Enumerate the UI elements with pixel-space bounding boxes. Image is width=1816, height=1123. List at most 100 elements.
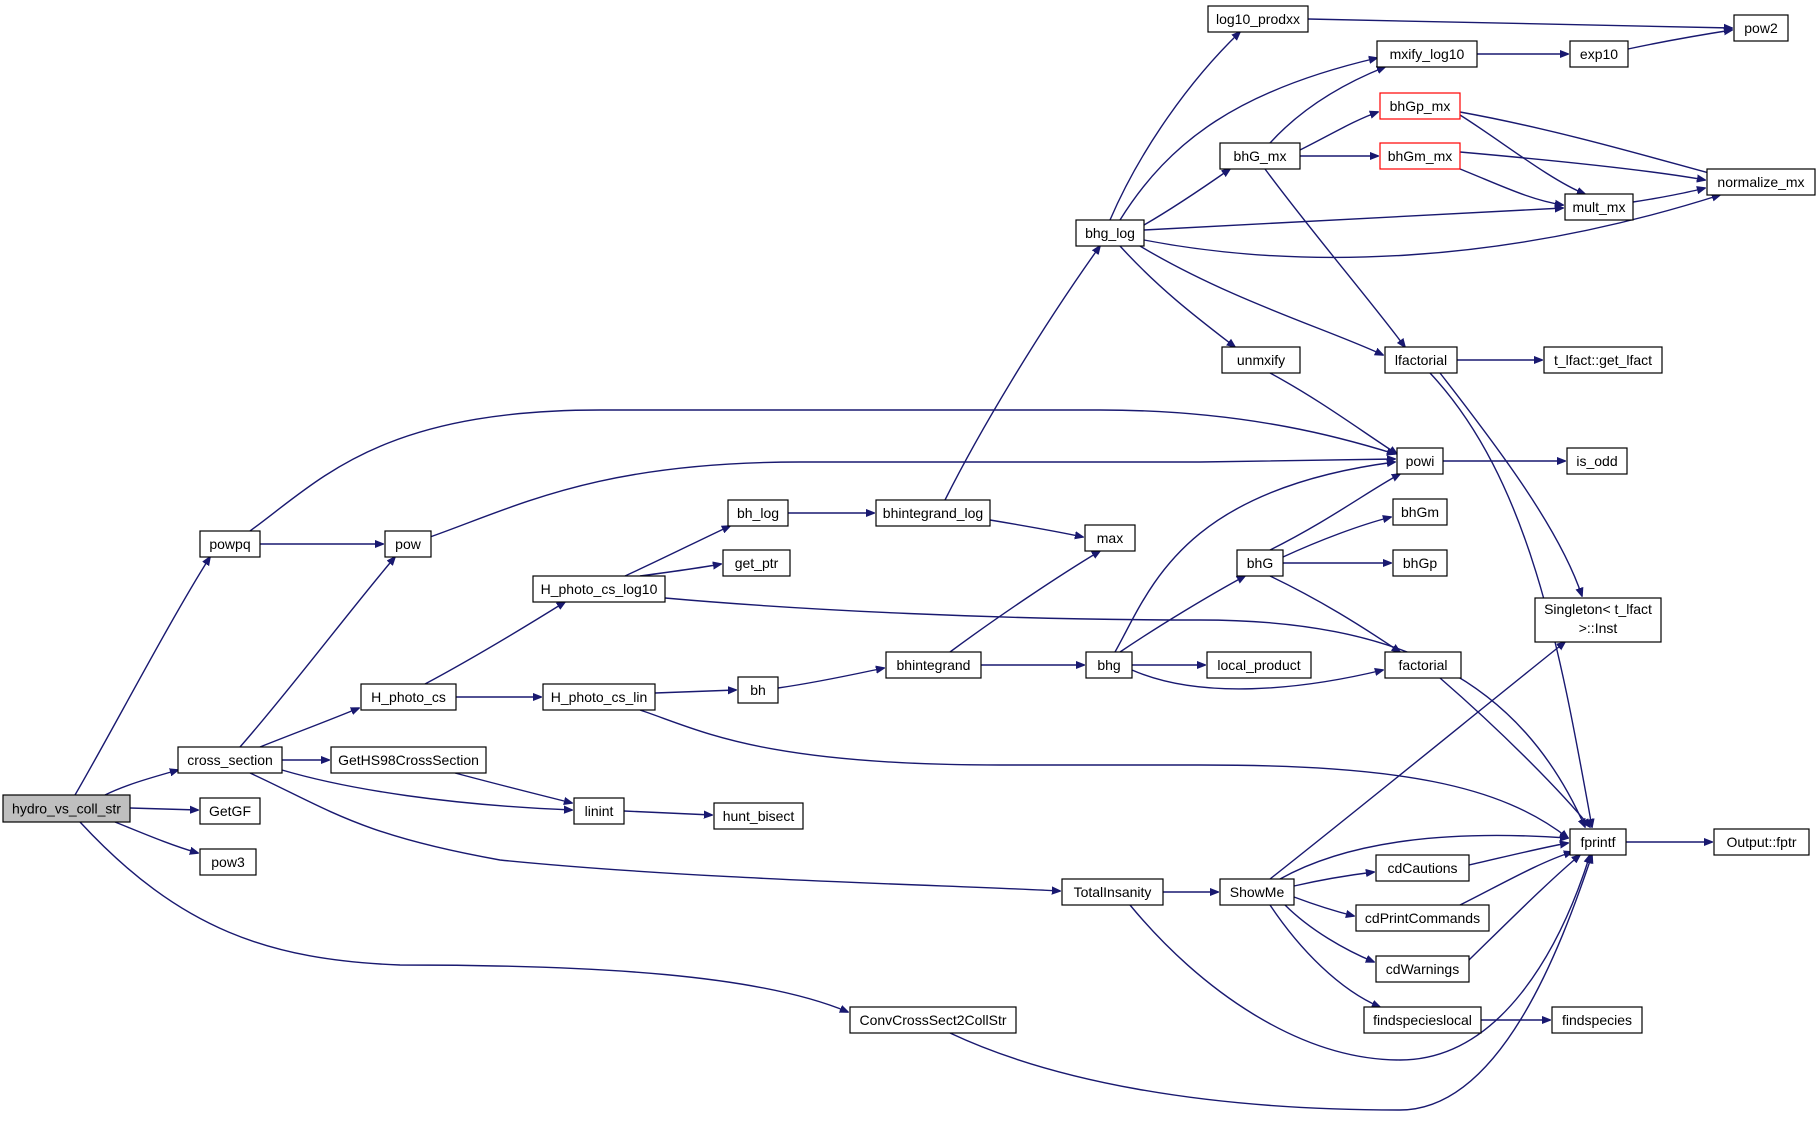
node-label: t_lfact::get_lfact (1554, 352, 1652, 368)
node-box (1376, 40, 1478, 68)
edge-h-photo-cs-log10-to-get-ptr (639, 564, 721, 577)
node-box (1084, 524, 1136, 552)
edge-path (1269, 372, 1397, 454)
node-totalinsanity[interactable]: TotalInsanity (1061, 878, 1164, 906)
node-box (330, 746, 487, 774)
node-bhg-mx[interactable]: bhG_mx (1219, 142, 1301, 170)
node-label: normalize_mx (1717, 174, 1804, 190)
node-label: local_product (1217, 657, 1300, 673)
edge-cross-section-to-pow (239, 557, 395, 748)
node-bhgp-mx[interactable]: bhGp_mx (1379, 92, 1461, 120)
node-unmxify[interactable]: unmxify (1221, 346, 1301, 374)
node-label: bhg_log (1085, 225, 1135, 241)
node-cdprintcommands[interactable]: cdPrintCommands (1355, 904, 1490, 932)
node-cross-section[interactable]: cross_section (177, 746, 283, 774)
node-powpq[interactable]: powpq (199, 530, 261, 558)
edge-bhgm-mx-to-normalize-mx (1459, 151, 1705, 180)
node-factorial[interactable]: factorial (1384, 651, 1462, 679)
node-bhgm-mx[interactable]: bhGm_mx (1379, 142, 1461, 170)
node-log10-prodxx[interactable]: log10_prodxx (1207, 5, 1309, 33)
node-hunt-bisect[interactable]: hunt_bisect (713, 802, 804, 830)
node-bh-log[interactable]: bh_log (727, 499, 789, 527)
node-bhg[interactable]: bhG (1236, 549, 1284, 577)
node-convcrosssect2collstr[interactable]: ConvCrossSect2CollStr (849, 1006, 1017, 1034)
node-mult-mx[interactable]: mult_mx (1564, 193, 1634, 221)
edge-h-photo-cs-to-h-photo-cs-log10 (424, 602, 565, 685)
node-box (1384, 651, 1462, 679)
edge-path (1114, 462, 1395, 653)
node-box (1219, 878, 1295, 906)
node-bhgp[interactable]: bhGp (1392, 549, 1448, 577)
node-linint[interactable]: linint (573, 797, 625, 825)
node-fprintf[interactable]: fprintf (1569, 828, 1627, 856)
node-box (1534, 597, 1662, 643)
node-h-photo-cs[interactable]: H_photo_cs (360, 683, 457, 711)
edge-hydro-vs-coll-str-to-convcrosssect2collstr (79, 821, 848, 1012)
node-bh[interactable]: bh (737, 676, 779, 704)
edge-h-photo-cs-lin-to-bh (654, 690, 736, 693)
node-box (1221, 346, 1301, 374)
edge-bhg-mx-to-bhgp-mx (1299, 112, 1378, 151)
node-lfactorial[interactable]: lfactorial (1384, 346, 1458, 374)
node-local-product[interactable]: local_product (1206, 651, 1312, 679)
edge-bhg-mx-to-lfactorial (1264, 168, 1405, 347)
node-bhg[interactable]: bhg (1085, 651, 1133, 679)
node-bhgm[interactable]: bhGm (1392, 498, 1448, 526)
node-box (885, 651, 982, 679)
edge-path (1269, 642, 1565, 880)
edge-path (1632, 188, 1705, 203)
edge-showme-to-singleton-inst (1269, 642, 1565, 880)
node-output-fptr[interactable]: Output::fptr (1713, 828, 1810, 856)
node-bhintegrand[interactable]: bhintegrand (885, 651, 982, 679)
edge-h-photo-cs-lin-to-fprintf (639, 709, 1568, 838)
edge-cdcautions-to-fprintf (1468, 843, 1568, 866)
node-label: cdPrintCommands (1365, 910, 1480, 926)
edge-path (1307, 18, 1732, 28)
node-box (1551, 1006, 1643, 1034)
edge-h-photo-cs-log10-to-bh-log (624, 526, 730, 577)
node-bhintegrand-log[interactable]: bhintegrand_log (875, 499, 991, 527)
node-max[interactable]: max (1084, 524, 1136, 552)
node-t-lfact-get-lfact[interactable]: t_lfact::get_lfact (1543, 346, 1663, 374)
node-box (1384, 346, 1458, 374)
edge-path (79, 821, 848, 1012)
node-get-ptr[interactable]: get_ptr (722, 549, 791, 577)
node-cdwarnings[interactable]: cdWarnings (1375, 955, 1470, 983)
node-getgf[interactable]: GetGF (199, 797, 261, 825)
edge-path (1264, 168, 1405, 347)
node-hydro-vs-coll-str[interactable]: hydro_vs_coll_str (2, 794, 131, 823)
edge-path (249, 409, 1395, 532)
node-pow[interactable]: pow (384, 530, 432, 558)
node-pow3[interactable]: pow3 (199, 848, 257, 876)
node-h-photo-cs-lin[interactable]: H_photo_cs_lin (542, 683, 656, 711)
node-bhg-log[interactable]: bhg_log (1075, 219, 1145, 247)
node-is-odd[interactable]: is_odd (1566, 447, 1628, 475)
node-findspecies[interactable]: findspecies (1551, 1006, 1643, 1034)
node-powi[interactable]: powi (1396, 447, 1444, 475)
node-label: mult_mx (1573, 199, 1626, 215)
edge-path (1459, 151, 1705, 180)
node-cdcautions[interactable]: cdCautions (1375, 854, 1470, 882)
node-findspecieslocal[interactable]: findspecieslocal (1363, 1006, 1482, 1034)
edge-path (1139, 245, 1383, 355)
edge-bhg-log-to-lfactorial (1139, 245, 1383, 355)
edge-mult-mx-to-normalize-mx (1632, 188, 1705, 203)
edge-bhg-to-factorial (1131, 670, 1383, 690)
node-geths98crosssection[interactable]: GetHS98CrossSection (330, 746, 487, 774)
node-pow2[interactable]: pow2 (1733, 14, 1789, 42)
node-box (1569, 828, 1627, 856)
node-box (1061, 878, 1164, 906)
node-h-photo-cs-log10[interactable]: H_photo_cs_log10 (532, 575, 666, 603)
node-box (1706, 168, 1816, 196)
node-label: findspecies (1562, 1012, 1632, 1028)
node-showme[interactable]: ShowMe (1219, 878, 1295, 906)
node-exp10[interactable]: exp10 (1569, 40, 1629, 68)
node-label: fprintf (1580, 834, 1615, 850)
node-mxify-log10[interactable]: mxify_log10 (1376, 40, 1478, 68)
edge-h-photo-cs-log10-to-fprintf (664, 597, 1585, 827)
edge-path (114, 821, 198, 853)
node-label: ConvCrossSect2CollStr (859, 1012, 1006, 1028)
node-normalize-mx[interactable]: normalize_mx (1706, 168, 1816, 196)
node-singleton-inst[interactable]: Singleton< t_lfact>::Inst (1534, 597, 1662, 643)
